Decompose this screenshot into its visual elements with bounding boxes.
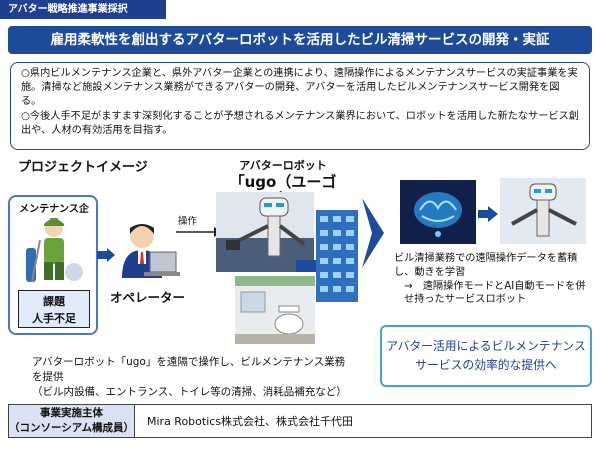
ai-learning-line-1: ビル清掃業務での遠隔操作データを蓄積し、動きを学習 <box>394 253 578 278</box>
result-box: アバター活用によるビルメンテナンス サービスの効率的な提供へ <box>380 325 592 387</box>
robot-caption: アバターロボット <box>239 159 327 172</box>
operator-label: オペレーター <box>110 290 186 305</box>
implementer-label: 事業実施主体 （コンソーシアム構成員） <box>9 405 135 437</box>
summary-line-2: ○今後人手不足がますます深刻化することが予想されるメンテナンス業界において、ロボ… <box>21 110 579 136</box>
arrow-right-icon-2 <box>478 206 498 222</box>
robot-operation-line-1: アバターロボット「ugo」を遠隔で操作し、ビルメンテナンス業務を提供 <box>32 356 346 383</box>
implementer-label-line-1: 事業実施主体 <box>40 407 103 419</box>
operator-icon <box>122 224 180 278</box>
implementer-value: Mira Robotics株式会社、株式会社千代田 <box>147 415 354 428</box>
implementer-label-line-2: （コンソーシアム構成員） <box>9 422 135 434</box>
operate-label: 操作 <box>178 216 198 227</box>
issue-label: 課題 <box>43 295 65 308</box>
summary-box: ○県内ビルメンテナンス企業と、県外アバター企業との連携により、遠隔操作によるメン… <box>10 62 590 150</box>
office-building-image <box>316 210 358 302</box>
ai-learning-description: ビル清掃業務での遠隔操作データを蓄積し、動きを学習 → 遠隔操作モードとAI自動… <box>394 252 594 307</box>
service-robot-image <box>500 178 586 244</box>
implementer-table <box>8 404 592 438</box>
maintenance-company-box <box>8 195 98 335</box>
issue-value: 人手不足 <box>32 312 76 325</box>
ai-brain-image <box>400 180 476 244</box>
result-line-1: アバター活用によるビルメンテナンス <box>386 339 586 353</box>
issue-box: 課題 人手不足 <box>18 290 90 328</box>
project-image-label: プロジェクトイメージ <box>18 160 148 175</box>
arrow-right-icon <box>97 248 115 262</box>
robot-operation-description: アバターロボット「ugo」を遠隔で操作し、ビルメンテナンス業務を提供 （ビル内設… <box>32 355 352 400</box>
result-line-2: サービスの効率的な提供へ <box>415 358 557 372</box>
cleaning-worker-icon <box>26 219 83 283</box>
restroom-image <box>235 276 315 344</box>
summary-line-1: ○県内ビルメンテナンス企業と、県外アバター企業との連携により、遠隔操作によるメン… <box>21 68 578 108</box>
page-title: 雇用柔軟性を創出するアバターロボットを活用したビル清掃サービスの開発・実証 <box>8 26 592 54</box>
robot-operation-line-2: （ビル内設備、エントランス、トイレ等の清掃、消耗品補充など） <box>32 386 347 398</box>
chevron-right-icon <box>362 198 384 268</box>
ai-learning-line-2: → 遠隔操作モードとAI自動モードを併せ持ったサービスロボット <box>404 280 586 306</box>
program-tag: アバター戦略推進事業採択 <box>0 0 166 19</box>
